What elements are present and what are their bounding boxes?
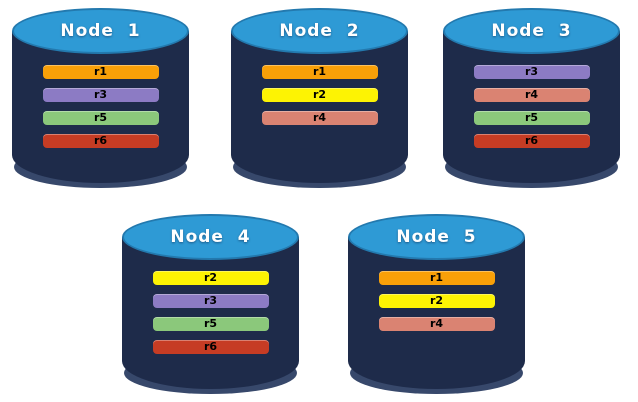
- node-4-cylinder: Node 4 r2 r3 r5 r6: [122, 214, 299, 394]
- replica-list: r1 r3 r5 r6: [12, 65, 189, 148]
- cylinder-body: [122, 237, 299, 389]
- replica-bar-r3: r3: [42, 88, 159, 102]
- node-label: Node 2: [279, 21, 360, 41]
- node-label: Node 5: [396, 227, 477, 247]
- replica-list: r1 r2 r4: [231, 65, 408, 125]
- replica-list: r3 r4 r5 r6: [443, 65, 620, 148]
- node-label: Node 3: [491, 21, 572, 41]
- replica-bar-r6: r6: [473, 134, 590, 148]
- replica-bar-r5: r5: [473, 111, 590, 125]
- cylinder-top: Node 5: [348, 214, 525, 260]
- replica-bar-r1: r1: [261, 65, 378, 79]
- replica-bar-r1: r1: [378, 271, 495, 285]
- node-3-cylinder: Node 3 r3 r4 r5 r6: [443, 8, 620, 188]
- replica-bar-r3: r3: [473, 65, 590, 79]
- cylinder-top: Node 2: [231, 8, 408, 54]
- replica-bar-r5: r5: [42, 111, 159, 125]
- replica-bar-r6: r6: [42, 134, 159, 148]
- replica-bar-r2: r2: [261, 88, 378, 102]
- cylinder-top: Node 1: [12, 8, 189, 54]
- replica-list: r1 r2 r4: [348, 271, 525, 331]
- replica-bar-r6: r6: [152, 340, 269, 354]
- replica-bar-r4: r4: [473, 88, 590, 102]
- replica-bar-r5: r5: [152, 317, 269, 331]
- replica-bar-r2: r2: [378, 294, 495, 308]
- cylinder-top: Node 3: [443, 8, 620, 54]
- cylinder-body: [12, 31, 189, 183]
- node-label: Node 4: [170, 227, 251, 247]
- replica-bar-r1: r1: [42, 65, 159, 79]
- replica-list: r2 r3 r5 r6: [122, 271, 299, 354]
- replica-bar-r4: r4: [261, 111, 378, 125]
- node-label: Node 1: [60, 21, 141, 41]
- cylinder-body: [348, 237, 525, 389]
- replica-bar-r3: r3: [152, 294, 269, 308]
- replica-bar-r2: r2: [152, 271, 269, 285]
- node-5-cylinder: Node 5 r1 r2 r4: [348, 214, 525, 394]
- node-2-cylinder: Node 2 r1 r2 r4: [231, 8, 408, 188]
- cylinder-body: [231, 31, 408, 183]
- replica-bar-r4: r4: [378, 317, 495, 331]
- cylinder-body: [443, 31, 620, 183]
- cylinder-top: Node 4: [122, 214, 299, 260]
- node-1-cylinder: Node 1 r1 r3 r5 r6: [12, 8, 189, 188]
